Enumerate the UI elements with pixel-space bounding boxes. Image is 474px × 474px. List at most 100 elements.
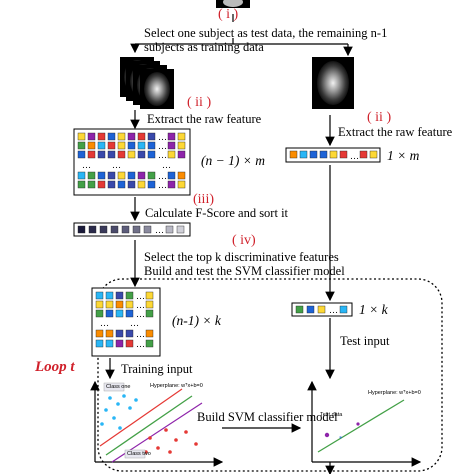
feature-cell <box>145 291 154 300</box>
feature-cell <box>77 180 86 189</box>
feature-cell <box>107 141 116 150</box>
feature-cell <box>105 291 114 300</box>
feature-cell <box>339 305 348 314</box>
test-input-label: Test input <box>340 334 390 348</box>
ellipsis-icon: … <box>112 160 121 170</box>
feature-cell <box>105 309 114 318</box>
feature-cell <box>115 291 124 300</box>
step-4b-text: Build and test the SVM classifier model <box>144 264 345 278</box>
score-cell <box>176 225 185 234</box>
feature-cell <box>95 291 104 300</box>
feature-cell <box>115 309 124 318</box>
feature-cell <box>127 171 136 180</box>
test-point-mark: * <box>339 435 343 443</box>
feature-cell <box>95 329 104 338</box>
class-two-point <box>174 438 178 442</box>
feature-cell <box>127 141 136 150</box>
feature-cell <box>107 180 116 189</box>
svm-training-plot <box>90 380 224 467</box>
ellipsis-icon: … <box>155 225 164 235</box>
brain-scan-stack-icon <box>120 57 174 109</box>
score-cell <box>110 225 119 234</box>
feature-cell <box>117 171 126 180</box>
feature-cell <box>295 305 304 314</box>
score-cell <box>121 225 130 234</box>
feature-cell <box>147 171 156 180</box>
score-cell <box>132 225 141 234</box>
score-cell <box>143 225 152 234</box>
feature-cell <box>369 150 378 159</box>
feature-cell <box>137 141 146 150</box>
step-2b-number: ( ii ) <box>367 110 392 125</box>
brain-scan-top-icon <box>216 0 250 8</box>
feature-cell <box>177 141 186 150</box>
ellipsis-icon: … <box>136 300 145 310</box>
class-two-point <box>184 430 188 434</box>
feature-cell <box>167 171 176 180</box>
class-one-label: Class one <box>106 384 131 390</box>
feature-cell <box>87 171 96 180</box>
reduced-test-size: 1 × k <box>359 302 388 317</box>
connectors <box>105 14 353 474</box>
class-one-point <box>134 398 138 402</box>
ellipsis-icon: … <box>158 180 167 190</box>
feature-cell <box>147 141 156 150</box>
class-two-legend-box <box>124 449 146 459</box>
test-point <box>356 422 360 426</box>
step-2b-text: Extract the raw feature <box>338 125 453 139</box>
feature-cell <box>115 329 124 338</box>
feature-cell <box>125 300 134 309</box>
feature-cell <box>105 300 114 309</box>
reduced-vector-cells: … <box>295 305 348 315</box>
feature-cell <box>147 132 156 141</box>
ellipsis-icon: … <box>158 171 167 181</box>
reduced-training-size: (n-1) × k <box>172 313 221 328</box>
score-cell <box>165 225 174 234</box>
svm-test-plot: * <box>307 380 422 467</box>
test-vector-size: 1 × m <box>387 148 420 163</box>
class-two-point <box>164 428 168 432</box>
feature-cell <box>77 171 86 180</box>
class-points <box>100 394 198 454</box>
class-one-point <box>104 408 108 412</box>
test-data-label: Test data <box>320 412 343 418</box>
score-cell <box>99 225 108 234</box>
feature-cell <box>167 180 176 189</box>
step-2-number: ( ii ) <box>187 95 212 110</box>
feature-cell <box>97 171 106 180</box>
feature-cell <box>125 339 134 348</box>
feature-cell <box>125 309 134 318</box>
test-hyperplane-line <box>317 399 405 453</box>
class-one-point <box>112 416 116 420</box>
feature-cell <box>115 300 124 309</box>
class-two-point <box>168 450 172 454</box>
class-one-point <box>100 422 104 426</box>
feature-cell <box>329 150 338 159</box>
right-hyperplane-label: Hyperplane: wᵀx+b=0 <box>368 390 421 396</box>
class-two-label: Class two <box>127 451 151 457</box>
feature-cell <box>115 339 124 348</box>
ellipsis-icon: … <box>130 318 139 328</box>
step-2-text: Extract the raw feature <box>147 112 262 126</box>
ellipsis-icon: … <box>82 160 91 170</box>
build-model-label: Build SVM classifier model <box>197 410 338 424</box>
step-4-number: ( iv) <box>232 233 256 248</box>
feature-cell <box>95 309 104 318</box>
feature-cell <box>167 132 176 141</box>
ellipsis-icon: … <box>136 339 145 349</box>
test-point <box>324 432 330 438</box>
feature-cell <box>317 305 326 314</box>
hyperplane-line <box>105 395 193 456</box>
loop-region <box>97 278 443 472</box>
feature-cell <box>97 141 106 150</box>
score-cell <box>77 225 86 234</box>
step-3-text: Calculate F-Score and sort it <box>145 206 289 220</box>
feature-cell <box>77 132 86 141</box>
feature-cell <box>77 141 86 150</box>
feature-cell <box>77 150 86 159</box>
step-4-text: Select the top k discriminative features <box>144 250 339 264</box>
feature-cell <box>105 329 114 338</box>
step-1-number: ( i ) <box>218 7 239 22</box>
feature-cell <box>125 291 134 300</box>
